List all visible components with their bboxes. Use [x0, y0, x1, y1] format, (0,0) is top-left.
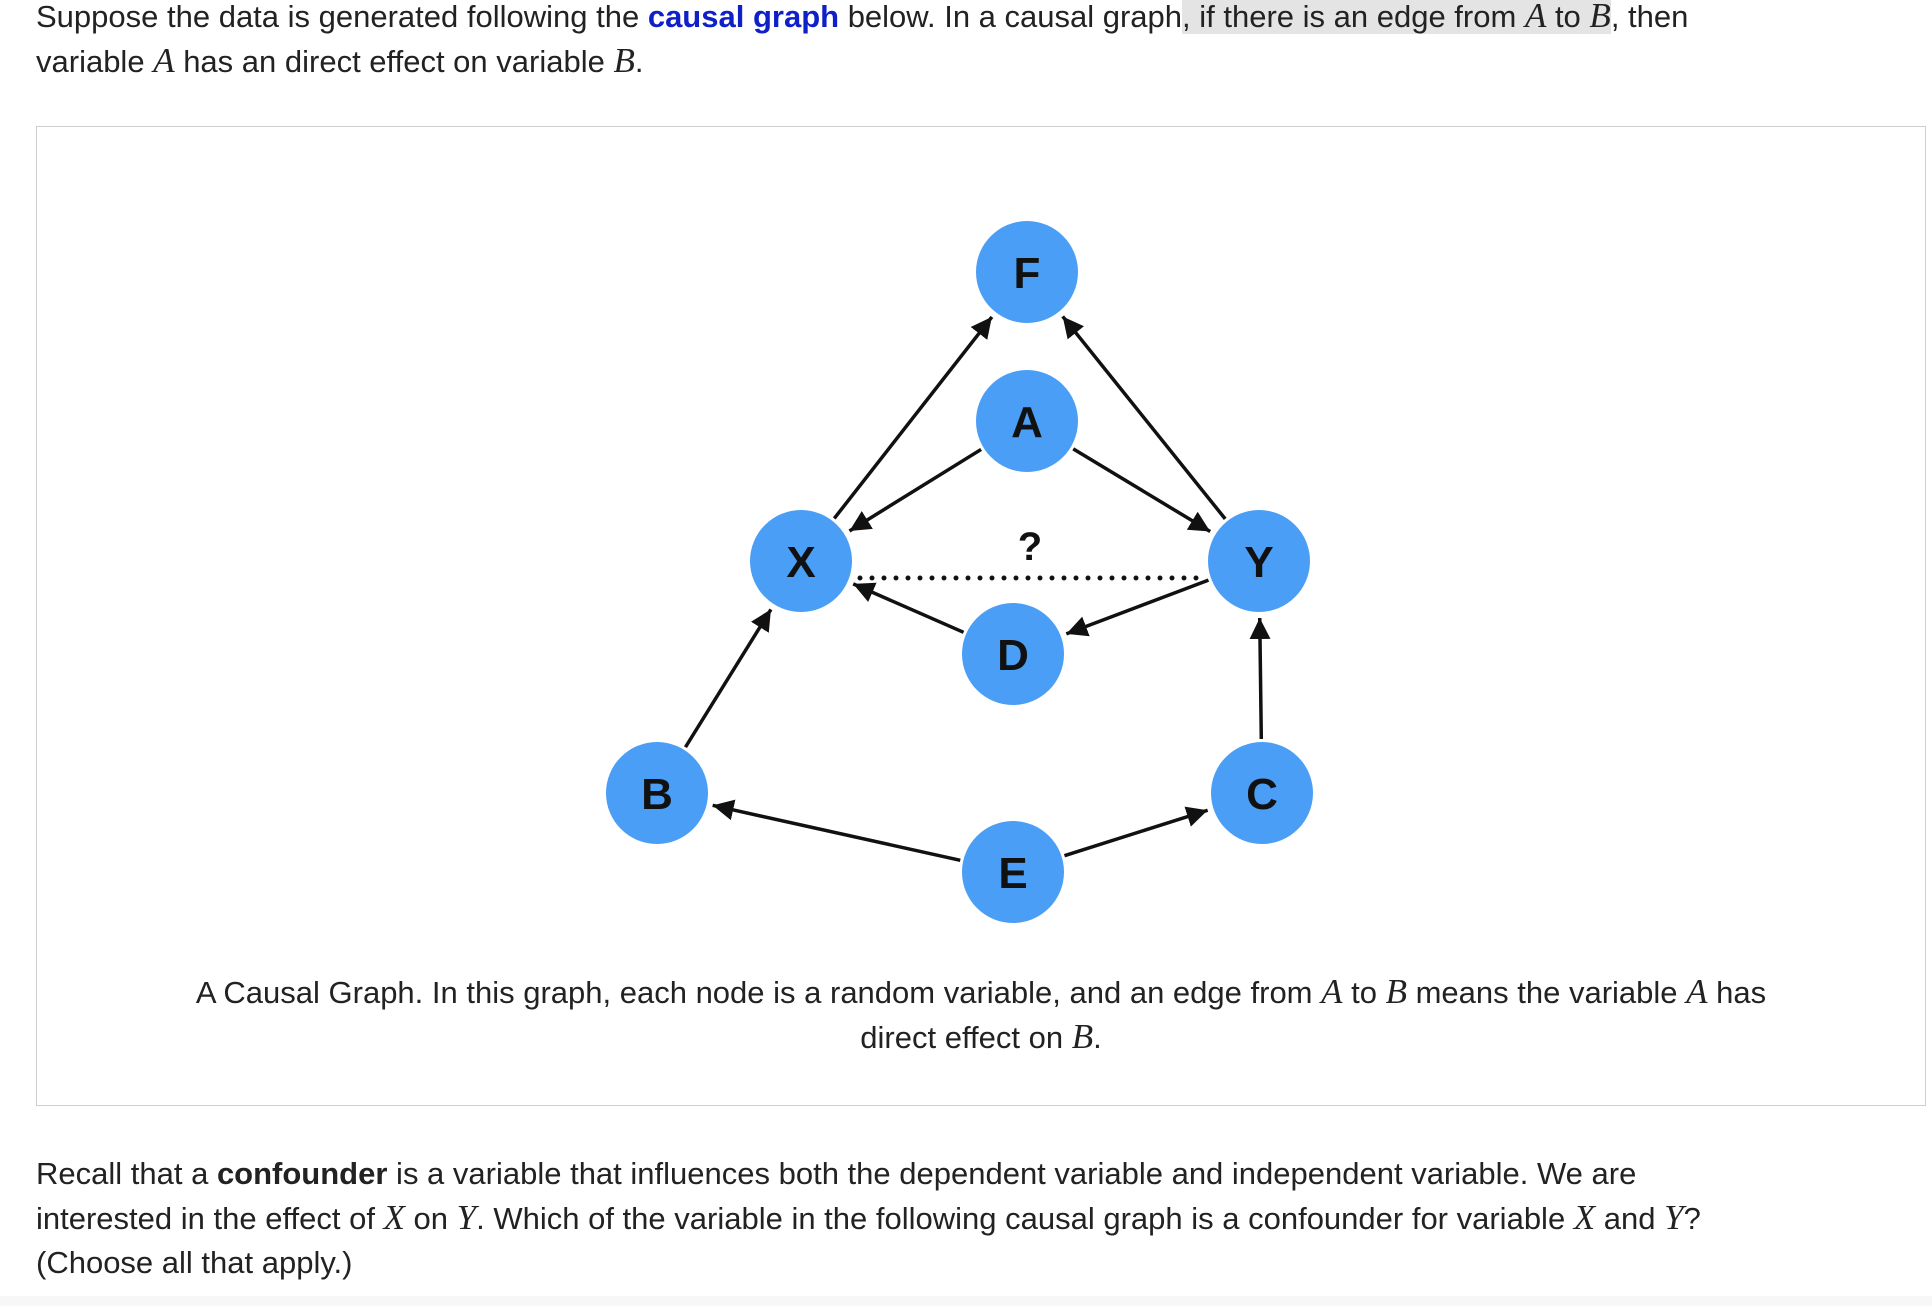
intro-text: has an direct effect on variable: [174, 44, 614, 79]
nodes: F A X Y D B C E: [606, 221, 1313, 923]
node-circle: [976, 370, 1078, 472]
node-circle: [1208, 510, 1310, 612]
node-circle: [962, 821, 1064, 923]
intro-text: below. In a causal graph: [839, 0, 1183, 34]
edge-e-to-b: [712, 799, 961, 863]
intro-paragraph: Suppose the data is generated following …: [36, 0, 1926, 84]
edge-d-to-x: [852, 582, 965, 634]
edge-c-to-y: [1249, 617, 1271, 740]
node-d: D: [962, 603, 1064, 705]
math-var-b: B: [1589, 0, 1611, 35]
node-label: C: [1246, 770, 1278, 819]
intro-text: , then: [1610, 0, 1689, 34]
math-var-a: A: [1686, 972, 1708, 1011]
node-label: D: [997, 631, 1029, 680]
node-a: A: [976, 370, 1078, 472]
math-var-y: Y: [1664, 1198, 1684, 1237]
node-label: B: [641, 770, 673, 819]
edge-e-to-c: [1063, 806, 1209, 858]
node-circle: [1211, 742, 1313, 844]
node-circle: [750, 510, 852, 612]
node-label: A: [1011, 398, 1043, 447]
unknown-edge: ?: [857, 525, 1207, 581]
node-f: F: [976, 221, 1078, 323]
math-var-b: B: [1385, 972, 1407, 1011]
intro-text: Suppose the data is generated following …: [36, 0, 648, 34]
edge-a-to-x: [848, 447, 983, 533]
math-var-x: X: [383, 1198, 405, 1237]
figure-box: [36, 126, 1926, 1106]
edge-a-to-y: [1072, 447, 1212, 534]
edge-y-to-d: [1065, 578, 1210, 637]
node-circle: [976, 221, 1078, 323]
causal-graph-link[interactable]: causal graph: [647, 0, 840, 34]
node-label: F: [1014, 249, 1041, 298]
math-var-b: B: [1071, 1017, 1094, 1056]
figure-caption: A Causal Graph. In this graph, each node…: [195, 972, 1767, 1056]
question-paragraph: Recall that a confounder is a variable t…: [36, 1156, 1701, 1280]
node-c: C: [1211, 742, 1313, 844]
confounder-term: confounder: [216, 1156, 388, 1191]
node-circle: [962, 603, 1064, 705]
math-var-a: A: [1524, 0, 1547, 35]
node-circle: [606, 742, 708, 844]
highlighted-text: , if there is an edge from A to B: [1182, 0, 1611, 35]
edge-x-to-f: [832, 315, 994, 520]
intro-text: variable: [36, 44, 154, 79]
math-var-a: A: [1321, 972, 1343, 1011]
math-var-a: A: [153, 41, 175, 80]
node-label: X: [786, 538, 815, 587]
node-e: E: [962, 821, 1064, 923]
unknown-edge-label: ?: [1018, 525, 1042, 569]
math-var-b: B: [613, 41, 635, 80]
node-label: E: [998, 849, 1027, 898]
edge-y-to-f: [1061, 315, 1227, 520]
node-b: B: [606, 742, 708, 844]
node-y: Y: [1208, 510, 1310, 612]
node-label: Y: [1244, 538, 1273, 587]
node-x: X: [750, 510, 852, 612]
math-var-x: X: [1573, 1198, 1596, 1237]
edges: [683, 315, 1271, 863]
bottom-strip: [0, 1296, 1932, 1306]
edge-b-to-x: [683, 608, 773, 749]
math-var-y: Y: [456, 1198, 477, 1237]
